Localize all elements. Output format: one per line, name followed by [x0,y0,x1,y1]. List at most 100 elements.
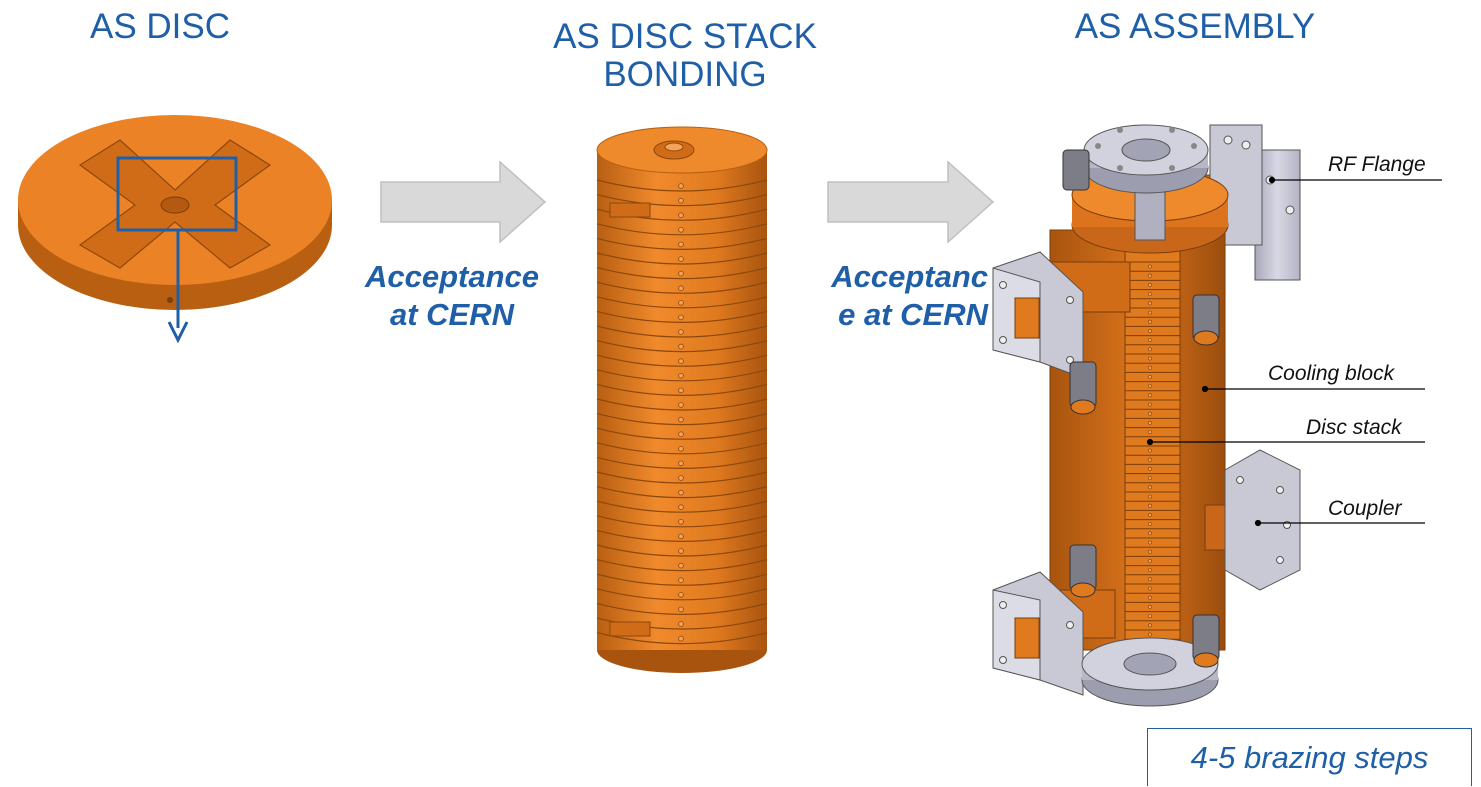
assembly-disc-hole [1148,632,1152,637]
assembly-disc-hole [1148,623,1152,628]
disc-hole [678,358,684,365]
disc-hole [678,518,684,525]
callout-cooling-block: Cooling block [1268,362,1395,385]
disc-ring-line [596,223,768,236]
assembly-disc-hole [1148,448,1152,453]
disc-ring-line [596,486,768,499]
disc-hole [678,591,684,598]
assembly-disc-hole [1148,568,1152,573]
disc-ring-line [596,500,768,513]
assembly-disc-hole [1148,420,1152,425]
assembly-disc-hole [1148,577,1152,582]
disc-ring-line [596,456,768,469]
disc-hole [678,445,684,452]
disc-hole [678,197,684,204]
disc-ring-line [596,354,768,367]
disc-ring-line [596,296,768,309]
acceptance-label-1-line1: Acceptance [364,259,540,294]
assembly-disc-hole [1148,384,1152,389]
disc-hole [678,621,684,627]
assembly-disc-hole [1148,319,1152,324]
stage-title-stack-line1: AS DISC STACK [553,17,817,56]
assembly-disc-hole [1148,605,1152,609]
disc-ring-line [596,427,768,440]
assembly-disc-hole [1148,374,1152,379]
disc-ring-line [596,252,768,265]
callout-rf-flange: RF Flange [1328,153,1426,176]
assembly-disc-hole [1148,430,1152,435]
assembly-disc-hole [1148,328,1152,333]
acceptance-label-2: Acceptanc e at CERN [776,258,988,334]
callout-disc-stack: Disc stack [1306,416,1402,439]
assembly-disc-hole [1148,402,1152,407]
stage-title-assembly: AS ASSEMBLY [1074,7,1316,46]
disc-ring-line [596,573,768,586]
disc-hole [678,212,684,219]
assembly-disc-hole [1148,485,1152,490]
disc-ring-line [596,471,768,484]
disc-ring-line [596,442,768,455]
assembly-disc-hole [1148,264,1152,269]
callout-coupler: Coupler [1328,497,1402,520]
disc-ring-line [596,325,768,338]
disc-ring-line [596,340,768,353]
disc-hole [678,416,684,423]
disc-hole [678,402,684,408]
disc-ring-line [596,369,768,382]
disc-hole [678,431,684,438]
acceptance-label-1-line2: at CERN [389,297,514,332]
disc-hole [678,635,684,642]
assembly-disc-hole [1148,513,1152,517]
disc-hole [678,387,684,394]
disc-ring-line [596,237,768,250]
disc-ring-line [596,515,768,528]
assembly-disc-hole [1148,282,1152,287]
callout-leaders [1146,176,1442,527]
disc-hole [678,256,684,262]
disc-hole [678,372,684,379]
disc-hole [678,460,684,467]
disc-hole [678,343,684,350]
assembly-disc-hole [1148,411,1152,416]
disc-hole [678,577,684,583]
rf-flange-top [1083,124,1209,194]
disc-hole [678,183,684,189]
assembly-disc-hole [1148,586,1152,591]
disc-ring-line [596,267,768,280]
disc-hole [678,241,684,248]
disc-ring-line [596,413,768,426]
assembly-disc-hole [1148,292,1152,297]
disc-hole [678,314,684,321]
assembly-disc-hole [1148,559,1152,563]
stage-title-stack: AS DISC STACK BONDING [500,18,870,94]
disc-hole [678,475,684,481]
acceptance-label-2-line2: e at CERN [838,297,988,332]
stage-title-disc: AS DISC [89,7,231,46]
assembly-disc-hole [1148,549,1152,554]
assembly-disc-hole [1148,595,1152,600]
cooling-fittings [1062,149,1220,668]
acceptance-label-1: Acceptance at CERN [336,258,568,334]
assembly-disc-hole [1148,466,1152,471]
disc-hole [678,533,684,540]
disc-ring-line [596,559,768,572]
assembly-disc-hole [1148,531,1152,536]
disc-hole [678,489,684,496]
disc-hole [678,299,684,306]
assembly-disc-hole [1148,614,1152,619]
disc-hole [678,329,684,335]
disc-ring-line [596,310,768,323]
disc-hole [678,548,684,554]
assembly-disc-hole [1148,301,1152,306]
assembly-disc-hole [1148,503,1152,508]
disc-ring-line [596,194,768,207]
disc-hole [678,504,684,511]
assembly-disc-hole [1148,476,1152,481]
disc-ring-line [596,398,768,411]
assembly-disc-hole [1148,273,1152,278]
assembly-disc-hole [1148,494,1152,499]
disc-hole [678,562,684,569]
disc-ring-line [596,632,768,645]
disc-ring-line [596,383,768,396]
